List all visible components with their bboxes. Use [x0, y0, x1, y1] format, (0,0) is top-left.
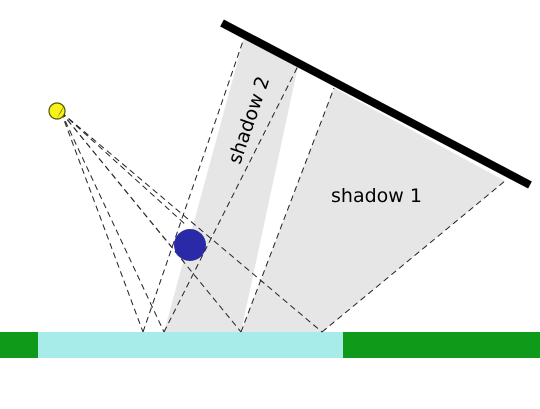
ray-line	[60, 111, 165, 333]
reflected-rays	[142, 37, 506, 333]
ray-line	[60, 111, 144, 333]
ray-line	[60, 111, 323, 333]
light-rays	[60, 111, 323, 333]
ground-left-green	[0, 332, 38, 358]
blue-ball	[174, 229, 206, 261]
ground-right-green	[343, 332, 540, 358]
ray-line	[240, 87, 335, 333]
ground-cyan-floor	[38, 332, 343, 358]
light-source-pointer	[57, 104, 65, 118]
ray-line	[142, 37, 245, 333]
shadow-1-label: shadow 1	[331, 185, 422, 207]
ray-line	[60, 111, 185, 263]
shadow-1-region	[241, 88, 505, 332]
mirror-bar	[220, 19, 532, 189]
ray-line	[60, 111, 187, 226]
light-source	[48, 102, 66, 120]
